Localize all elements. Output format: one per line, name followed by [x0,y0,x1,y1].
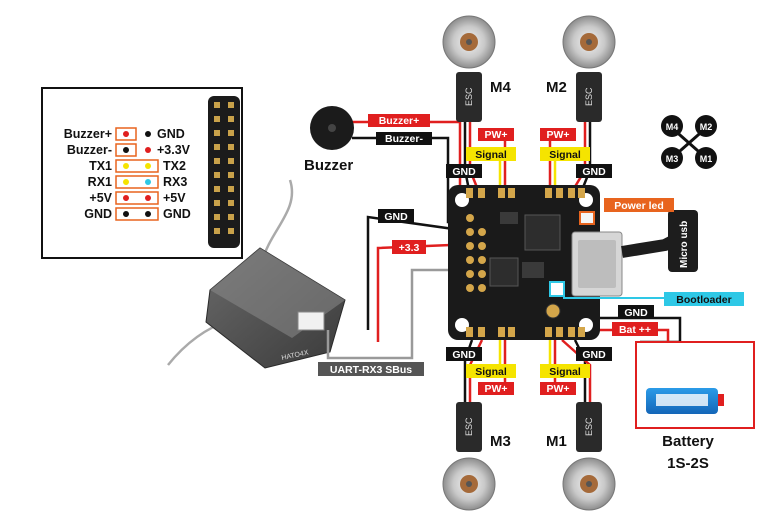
quad-m3-label: M3 [666,154,679,164]
tag-text: Power led [614,200,664,212]
pinout-row: RX1 RX3 [88,175,188,189]
tag-text: GND [452,349,476,361]
sbus-tag: UART-RX3 SBus [318,362,424,376]
flight-controller [448,185,623,340]
pinout-row: TX1 TX2 [89,159,186,173]
pinout-row: Buzzer+ GND [64,127,185,141]
motor-m3-label: M3 [490,433,511,450]
pin-left-label: TX1 [89,159,112,173]
motor-m1-label: M1 [546,433,567,450]
bootloader-tag: Bootloader [563,290,744,306]
pinout-row: Buzzer- +3.3V [67,143,191,157]
battery-line1: Battery [662,433,714,450]
esc-label: ESC [464,417,474,436]
tag-text: Signal [475,149,507,161]
tag-text: Bootloader [676,294,731,306]
pin-right-label: RX3 [163,175,187,189]
tag-text: GND [452,166,476,178]
v33-tag: +3.3 [392,240,426,254]
tag-text: GND [384,211,408,223]
motor-m2-label: M2 [546,79,567,96]
motor-m2 [562,15,616,69]
micro-usb-label: Micro usb [679,221,690,268]
pin-left-label: RX1 [88,175,112,189]
pin-left-label: Buzzer- [67,143,112,157]
tag-text: Bat ++ [619,324,651,336]
esc-label: ESC [464,87,474,106]
antenna-wire [260,179,294,263]
pinout-row: GND GND [84,207,191,221]
tag-text: +3.3 [399,242,420,254]
tag-text: PW+ [484,383,507,395]
pin-left-label: GND [84,207,112,221]
motor-m3 [442,457,496,511]
esc-label: ESC [584,417,594,436]
tag-text: UART-RX3 SBus [330,364,412,376]
motor-m1 [562,457,616,511]
tag-text: GND [624,307,648,319]
battery-box: Battery 1S-2S [635,341,755,472]
quad-m2-label: M2 [700,122,713,132]
buzzer-neg-tag: Buzzer- [385,133,423,145]
gnd-tag-battery: GND [618,305,654,319]
buzzer: Buzzer Buzzer+ Buzzer- [304,106,432,174]
pin-right-label: +5V [163,191,186,205]
esc-label: ESC [584,87,594,106]
esc-tags-bottom: GND GND Signal Signal PW+ PW+ [446,347,612,395]
tag-text: Signal [475,366,507,378]
pin-left-label: +5V [89,191,112,205]
pinout-box: Buzzer+ GND Buzzer- +3.3V TX1 TX2 RX1 RX… [41,87,243,259]
gnd-tag-receiver: GND [378,209,414,223]
pinout-row: +5V +5V [89,191,186,205]
tag-text: PW+ [484,129,507,141]
esc-units: ESC ESC ESC ESC [456,72,602,452]
bat-tag: Bat ++ [612,322,658,336]
pin-right-label: GND [163,207,191,221]
quad-m4-label: M4 [666,122,679,132]
quad-m1-label: M1 [700,154,713,164]
tag-text: Signal [549,149,581,161]
header-pins [214,102,234,234]
tag-text: GND [582,166,606,178]
buzzer-title: Buzzer [304,157,353,174]
pin-right-label: TX2 [163,159,186,173]
motor-m4 [442,15,496,69]
usb-cable: Micro usb [621,210,698,272]
tag-text: PW+ [546,129,569,141]
motor-m4-label: M4 [490,79,511,96]
motors: M4 M2 M3 M1 [442,15,616,511]
receiver: HATO4X [167,179,346,369]
quad-layout-icon: M4 M2 M3 M1 [661,115,717,169]
battery-line2: 1S-2S [667,455,709,472]
power-led-tag: Power led [604,198,674,212]
tag-text: GND [582,349,606,361]
buzzer-pos-tag: Buzzer+ [379,115,420,127]
tag-text: Signal [549,366,581,378]
pin-right-label: GND [157,127,185,141]
pin-right-label: +3.3V [157,143,191,157]
esc-tags-top: PW+ Signal PW+ Signal GND GND [446,128,612,178]
tag-text: PW+ [546,383,569,395]
header-strip [208,96,240,248]
pin-left-label: Buzzer+ [64,127,112,141]
